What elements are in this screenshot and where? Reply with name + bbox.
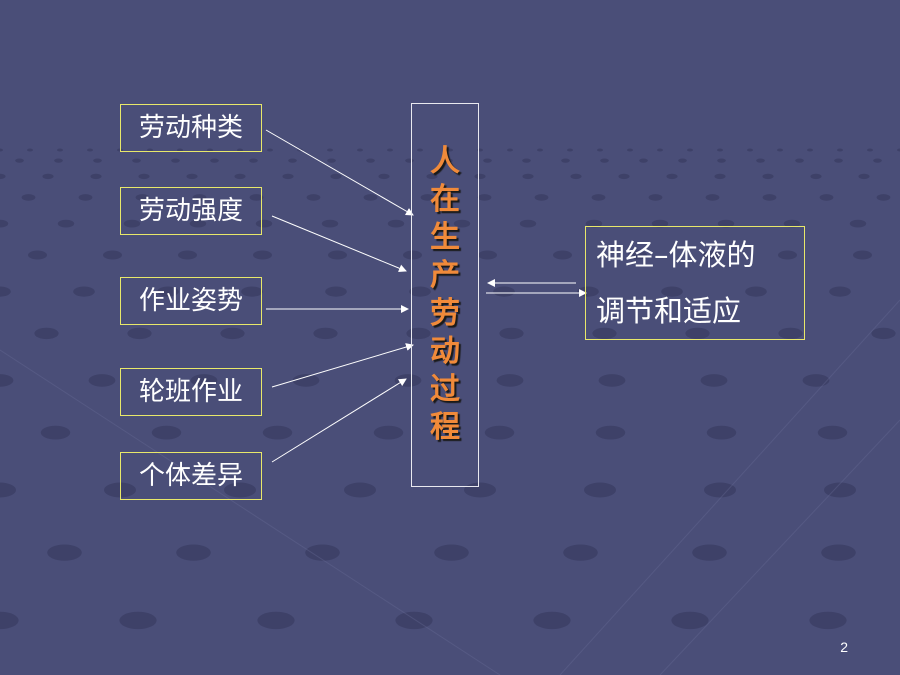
center-char: 过 (430, 372, 460, 407)
center-char: 在 (430, 182, 460, 217)
factor-label: 个体差异 (138, 461, 243, 491)
center-char: 动 (430, 334, 460, 369)
factor-label: 劳动种类 (138, 113, 243, 143)
regulation-box: 神经–体液的 调节和适应 (585, 226, 805, 340)
center-process-box: 人 在 生 产 劳 动 过 程 (411, 103, 479, 487)
factor-label: 轮班作业 (138, 377, 243, 407)
factor-box-individual-difference: 个体差异 (120, 452, 262, 500)
arrow-factor-0 (265, 129, 414, 216)
factor-label: 劳动强度 (138, 196, 243, 226)
center-char: 人 (430, 144, 460, 179)
factor-box-labor-intensity: 劳动强度 (120, 187, 262, 235)
arrow-factor-3 (271, 343, 414, 388)
page-number: 2 (840, 639, 848, 655)
center-char: 程 (430, 410, 460, 445)
factor-box-work-posture: 作业姿势 (120, 277, 262, 325)
regulation-line: 调节和适应 (596, 294, 742, 328)
regulation-line: 神经–体液的 (596, 238, 756, 272)
arrow-factor-4 (271, 378, 407, 463)
center-char: 生 (430, 220, 460, 255)
factor-label: 作业姿势 (138, 286, 243, 316)
center-char: 劳 (430, 296, 460, 331)
factor-box-shift-work: 轮班作业 (120, 368, 262, 416)
center-char: 产 (430, 258, 460, 293)
factor-box-labor-type: 劳动种类 (120, 104, 262, 152)
arrow-factor-1 (271, 215, 407, 273)
